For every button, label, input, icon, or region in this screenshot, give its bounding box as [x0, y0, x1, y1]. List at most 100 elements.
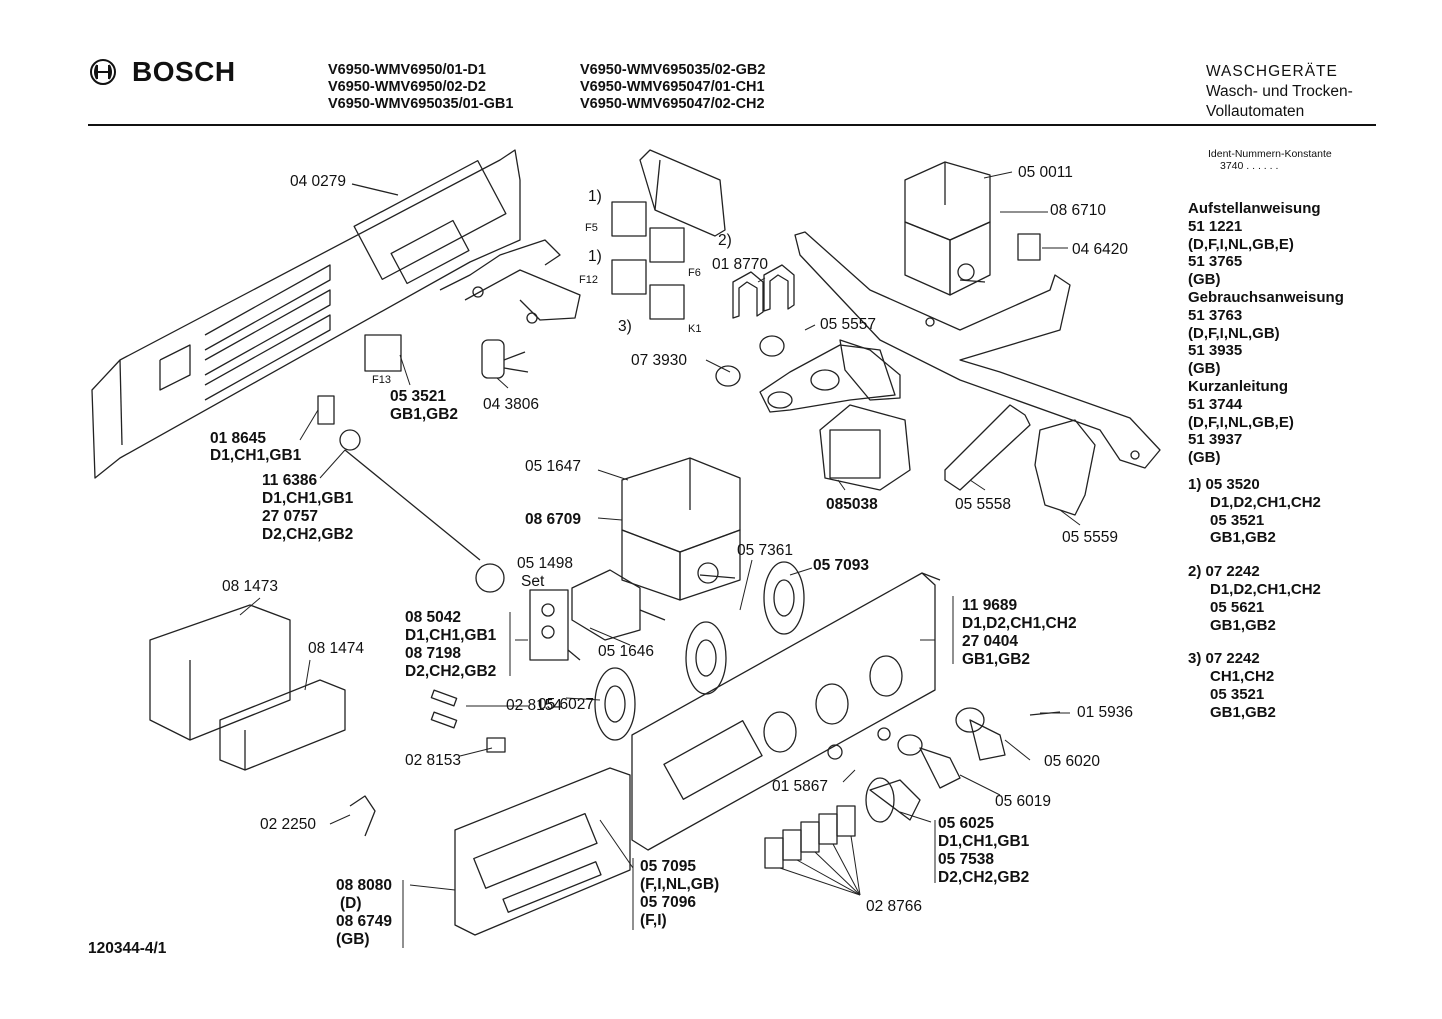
note-marker: 1): [588, 248, 602, 265]
frame-rail-drawing: [794, 231, 1161, 469]
footnote-1: 1) 05 3520 D1,D2,CH1,CH2 05 3521 GB1,GB2: [1188, 476, 1321, 547]
part-label: 02 8154: [506, 697, 563, 714]
part-label: 11 6386: [262, 472, 318, 489]
small-parts-drawing: [349, 689, 506, 837]
connector-clips-drawing: [732, 264, 795, 319]
footnote-line: CH1,CH2: [1210, 668, 1275, 686]
note-marker: 3): [618, 318, 632, 335]
brand-logo: BOSCH: [88, 56, 236, 88]
ident-value: 3740 . . . . . .: [1220, 160, 1279, 172]
part-label: 08 6710: [1050, 202, 1107, 219]
part-label: 02 8153: [405, 752, 462, 769]
control-module-drawing: [819, 404, 911, 491]
part-label: 085038: [826, 496, 878, 513]
part-label: 02 2250: [260, 816, 317, 833]
switch-board-drawing: [529, 589, 581, 661]
part-label: 08 6709: [525, 511, 582, 528]
model-list-2: V6950-WMV695035/02-GB2 V6950-WMV695047/0…: [580, 62, 765, 113]
part-label: 08 1473: [222, 578, 279, 595]
rear-panel-drawing: [91, 149, 581, 479]
part-variant: D1,CH1,GB1: [405, 627, 497, 644]
manual-title: Gebrauchsanweisung: [1188, 288, 1344, 306]
part-label: 05 7093: [813, 557, 870, 574]
footnote-marker: 1): [1188, 476, 1202, 493]
footnote-2: 2) 07 2242 D1,D2,CH1,CH2 05 5621 GB1,GB2: [1188, 563, 1321, 634]
relay-code: F6: [688, 267, 701, 279]
part-label: 01 5936: [1077, 704, 1134, 721]
relay-code: F13: [372, 374, 391, 386]
drawer-insert-drawing: [219, 679, 346, 771]
part-label: 11 9689: [962, 597, 1018, 614]
footnote-line: D1,D2,CH1,CH2: [1210, 493, 1321, 511]
part-label: 05 7096: [640, 894, 697, 911]
part-label: 01 8770: [712, 256, 769, 273]
footnote-line: 07 2242: [1205, 650, 1260, 668]
manual-title: Kurzanleitung: [1188, 377, 1288, 395]
manual-line: (D,F,I,NL,GB,E): [1188, 413, 1294, 431]
manuals-list: Aufstellanweisung 51 1221 (D,F,I,NL,GB,E…: [1188, 200, 1344, 467]
ident-constant: Ident-Nummern-Konstante 3740 . . . . . .: [1208, 148, 1332, 172]
footnote-line: GB1,GB2: [1210, 616, 1276, 634]
manual-line: 51 3744: [1188, 395, 1243, 413]
part-variant: D2,CH2,GB2: [262, 526, 354, 543]
timer-top-drawing: [904, 161, 991, 296]
footnote-line: GB1,GB2: [1210, 529, 1276, 547]
manual-line: 51 1221: [1188, 217, 1243, 235]
part-label: 05 3521: [390, 388, 447, 405]
part-label: 08 6749: [336, 913, 393, 930]
footnote-line: 05 5621: [1210, 598, 1265, 616]
part-label: 07 3930: [631, 352, 688, 369]
part-label: 05 7538: [938, 851, 995, 868]
part-variant: Set: [521, 573, 545, 590]
part-label: 05 1498: [517, 555, 574, 572]
part-label: 02 8766: [866, 898, 923, 915]
model-line: V6950-WMV695035/02-GB2: [580, 62, 766, 78]
footnote-marker: 2): [1188, 563, 1202, 581]
manual-line: 51 3765: [1188, 253, 1243, 271]
part-variant: (GB): [336, 931, 370, 948]
brand-name: BOSCH: [132, 56, 236, 87]
part-variant: D1,CH1,GB1: [210, 447, 302, 464]
manual-line: 51 3763: [1188, 306, 1243, 324]
relay-code: F5: [585, 222, 598, 234]
selector-switch-drawing: [571, 569, 666, 641]
manual-line: 51 3935: [1188, 342, 1243, 360]
footnote-line: 07 2242: [1205, 563, 1260, 581]
manual-line: (GB): [1188, 360, 1221, 378]
push-buttons-drawing: [764, 805, 856, 869]
footnote-line: D1,D2,CH1,CH2: [1210, 580, 1321, 598]
part-variant: D1,CH1,GB1: [938, 833, 1030, 850]
front-panel-drawing: [631, 572, 941, 851]
footnote-line: 05 3521: [1210, 685, 1265, 703]
note-marker: 2): [718, 232, 732, 249]
part-variant: (F,I,NL,GB): [640, 876, 720, 893]
relay-code: K1: [688, 323, 702, 335]
part-label: 08 7198: [405, 645, 462, 662]
part-variant: GB1,GB2: [390, 406, 459, 423]
manual-line: (D,F,I,NL,GB,E): [1188, 235, 1294, 253]
part-label: 08 8080: [336, 877, 393, 894]
manual-line: (GB): [1188, 449, 1221, 467]
part-label: 01 8645: [210, 430, 267, 447]
part-label: 05 1646: [598, 643, 655, 660]
footnote-line: GB1,GB2: [1210, 703, 1276, 721]
bracket-055558-drawing: [944, 404, 1031, 491]
part-label: 08 1474: [308, 640, 365, 657]
manual-line: 51 3937: [1188, 431, 1243, 449]
category-line: WASCHGERÄTE: [1206, 63, 1338, 80]
part-variant: D2,CH2,GB2: [938, 869, 1030, 886]
manual-line: (D,F,I,NL,GB): [1188, 324, 1280, 342]
part-variant: D1,CH1,GB1: [262, 490, 354, 507]
header-rule: [88, 124, 1376, 126]
part-label: 05 7361: [737, 542, 794, 559]
note-marker: 1): [588, 188, 602, 205]
part-label: 05 0011: [1018, 164, 1073, 181]
footnote-line: 05 3520: [1205, 476, 1260, 493]
part-label: 04 6420: [1072, 241, 1129, 258]
drawing-number: 120344-4/1: [88, 940, 167, 957]
part-variant: (F,I): [640, 912, 667, 929]
part-label: 08 5042: [405, 609, 462, 626]
model-list-1: V6950-WMV6950/01-D1 V6950-WMV6950/02-D2 …: [328, 62, 513, 113]
clip-drawing: [1017, 233, 1041, 261]
